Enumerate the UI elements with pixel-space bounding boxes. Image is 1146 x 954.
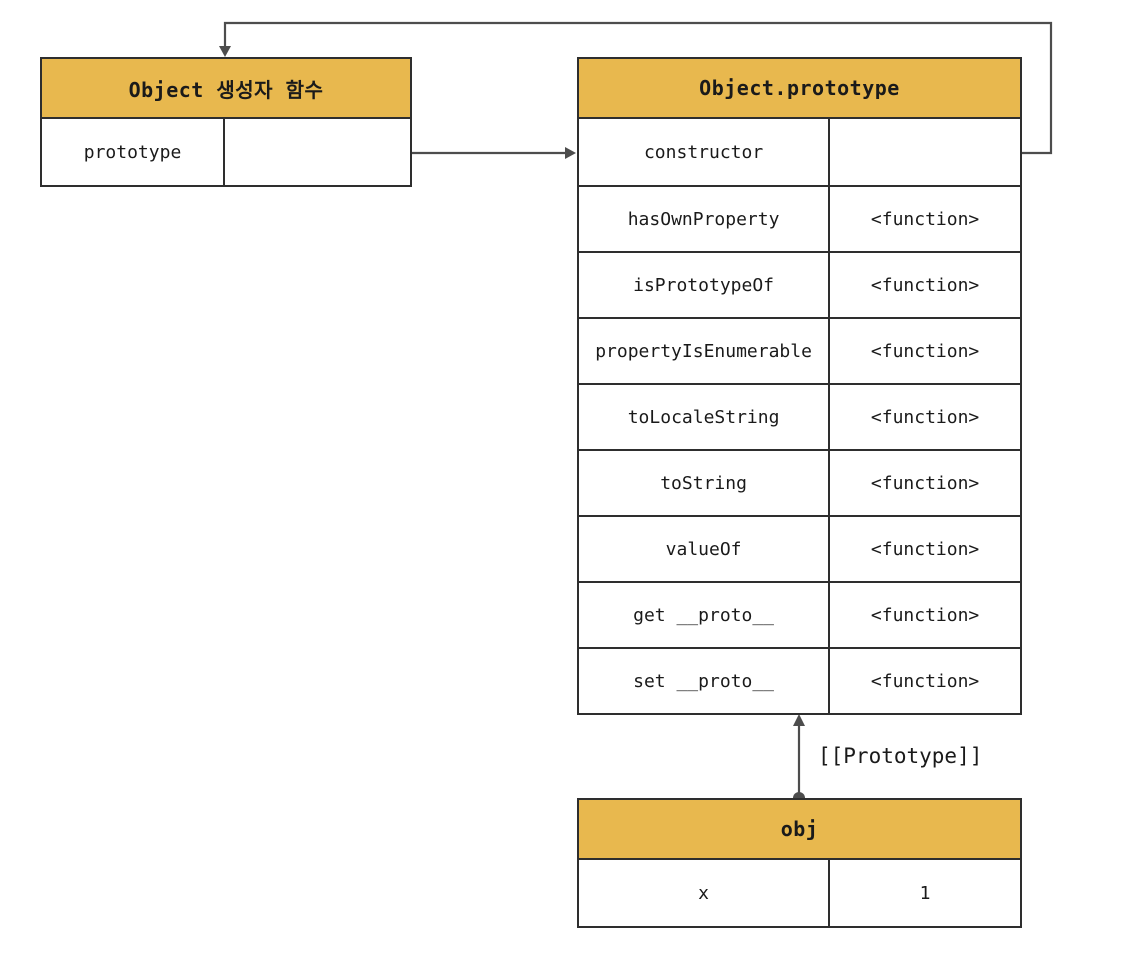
property-value-cell: <function>	[828, 451, 1020, 515]
property-value-cell: <function>	[828, 649, 1020, 713]
arrowhead-up-icon	[793, 714, 805, 726]
property-value-cell: <function>	[828, 187, 1020, 251]
object-constructor-title: Object 생성자 함수	[42, 59, 410, 119]
table-row: constructor	[579, 119, 1020, 185]
table-row: toLocaleString <function>	[579, 383, 1020, 449]
property-value-cell: <function>	[828, 385, 1020, 449]
property-value-cell: <function>	[828, 319, 1020, 383]
object-prototype-box: Object.prototype constructor hasOwnPrope…	[577, 57, 1022, 715]
object-constructor-box: Object 생성자 함수 prototype	[40, 57, 412, 187]
property-name-cell: isPrototypeOf	[633, 274, 775, 296]
property-name-cell: x	[698, 882, 709, 904]
property-value-cell	[828, 119, 1020, 185]
table-row: get __proto__ <function>	[579, 581, 1020, 647]
table-row: propertyIsEnumerable <function>	[579, 317, 1020, 383]
arrowhead-down-icon	[219, 46, 231, 57]
property-name-cell: propertyIsEnumerable	[595, 340, 812, 362]
table-row: hasOwnProperty <function>	[579, 185, 1020, 251]
table-row: valueOf <function>	[579, 515, 1020, 581]
property-name-cell: valueOf	[665, 538, 742, 560]
object-prototype-title: Object.prototype	[579, 59, 1020, 119]
table-row: isPrototypeOf <function>	[579, 251, 1020, 317]
arrowhead-right-icon	[565, 147, 576, 159]
obj-title: obj	[579, 800, 1020, 860]
property-value-cell: <function>	[828, 583, 1020, 647]
property-value-cell: <function>	[828, 517, 1020, 581]
property-value-cell	[223, 119, 410, 185]
property-name-cell: set __proto__	[633, 670, 775, 692]
table-row: prototype	[42, 119, 410, 185]
internal-prototype-arrow	[793, 714, 805, 804]
property-name-cell: hasOwnProperty	[627, 208, 780, 230]
property-name-cell: get __proto__	[633, 604, 775, 626]
property-name-cell: toLocaleString	[627, 406, 780, 428]
obj-box: obj x 1	[577, 798, 1022, 928]
property-name-cell: constructor	[643, 141, 764, 163]
property-value-cell: 1	[828, 860, 1020, 926]
table-row: x 1	[579, 860, 1020, 926]
table-row: toString <function>	[579, 449, 1020, 515]
property-name-cell: toString	[660, 472, 747, 494]
prototype-link-label: [[Prototype]]	[818, 744, 983, 768]
table-row: set __proto__ <function>	[579, 647, 1020, 713]
property-name-cell: prototype	[83, 141, 182, 163]
property-value-cell: <function>	[828, 253, 1020, 317]
